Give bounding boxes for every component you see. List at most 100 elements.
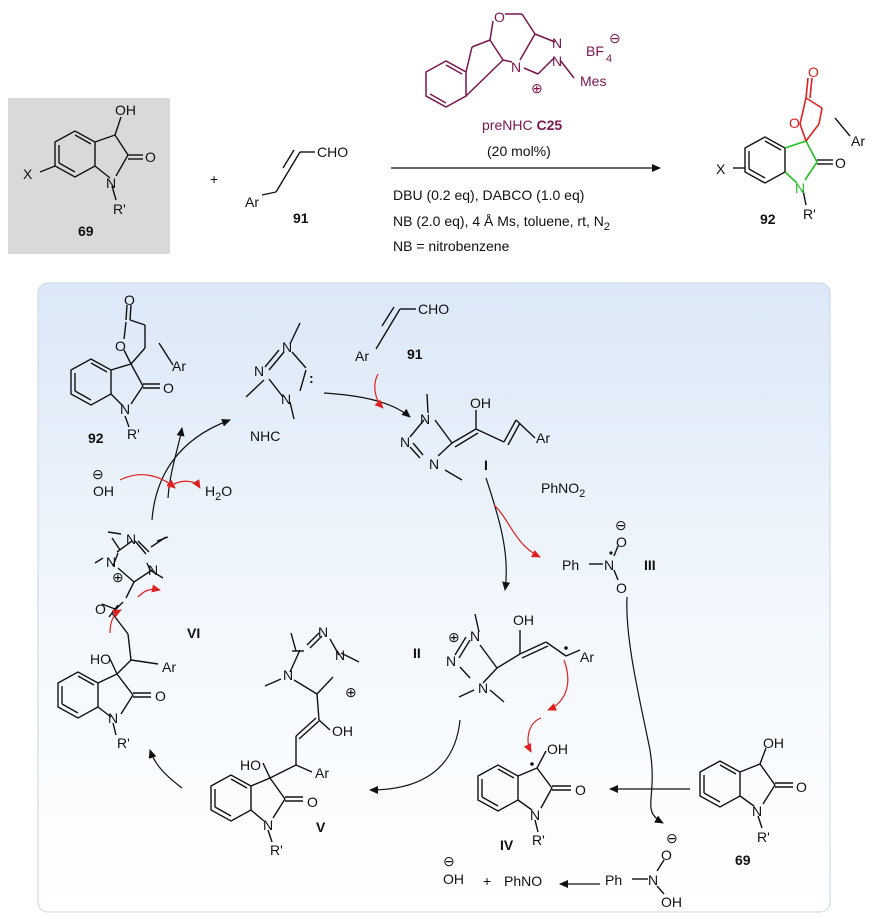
cycle-aldehyde-91: CHO Ar 91	[355, 301, 449, 364]
svg-text:N: N	[263, 817, 273, 833]
svg-text:Ar: Ar	[580, 649, 594, 665]
svg-text:O: O	[808, 64, 819, 80]
svg-text:R': R'	[270, 842, 283, 858]
svg-text:NHC: NHC	[250, 428, 280, 444]
svg-text:OH: OH	[470, 395, 491, 411]
svg-text:OH: OH	[763, 735, 784, 751]
svg-text:I: I	[484, 457, 488, 473]
svg-text:N: N	[478, 680, 488, 696]
svg-text:II: II	[413, 645, 421, 661]
svg-text:O: O	[307, 794, 318, 810]
svg-text:+: +	[210, 171, 218, 187]
svg-text:Ar: Ar	[355, 348, 369, 364]
svg-text:Ar: Ar	[162, 659, 176, 675]
svg-text:69: 69	[735, 852, 751, 868]
svg-text:N: N	[470, 628, 480, 644]
aldehyde-91: CHO Ar 91	[245, 144, 348, 226]
svg-text:OH: OH	[547, 741, 568, 757]
svg-text:OH: OH	[661, 894, 682, 910]
svg-text:O: O	[661, 847, 672, 863]
svg-text:⊖: ⊖	[615, 517, 627, 533]
svg-text:Ar: Ar	[315, 765, 329, 781]
intermediate-VI: HO O O N N N N ⊕ Ar R' VI	[57, 531, 200, 751]
svg-text:OH: OH	[513, 612, 534, 628]
svg-text:N: N	[281, 391, 291, 407]
svg-text:Ar: Ar	[851, 133, 865, 149]
svg-text:+: +	[483, 873, 491, 889]
svg-text:N: N	[254, 363, 264, 379]
svg-text:N: N	[126, 531, 136, 547]
svg-text:O: O	[494, 9, 505, 25]
svg-text:O: O	[155, 688, 166, 704]
svg-text:N: N	[148, 562, 158, 578]
svg-text:N: N	[511, 59, 521, 75]
svg-text:⊕: ⊕	[345, 684, 357, 700]
svg-text:O: O	[124, 292, 135, 308]
svg-text:R': R'	[127, 426, 140, 442]
svg-text:X: X	[23, 166, 33, 182]
intermediate-IV: OH O N R' IV	[477, 741, 586, 853]
svg-text:OH: OH	[93, 483, 114, 499]
svg-text:V: V	[316, 819, 326, 835]
svg-text:N: N	[648, 872, 658, 888]
svg-text:HO: HO	[90, 651, 111, 667]
svg-text:OH: OH	[332, 723, 353, 739]
svg-text:HO: HO	[240, 757, 261, 773]
svg-text:4: 4	[606, 53, 612, 65]
svg-text:H2O: H2O	[205, 483, 232, 503]
svg-text:N: N	[106, 175, 116, 191]
svg-text:Ph: Ph	[562, 557, 579, 573]
svg-text:⊖: ⊖	[609, 30, 621, 46]
svg-text:N: N	[106, 554, 116, 570]
svg-text:DBU (0.2 eq), DABCO (1.0 eq): DBU (0.2 eq), DABCO (1.0 eq)	[393, 187, 584, 203]
svg-text:N: N	[400, 434, 410, 450]
svg-text:IV: IV	[500, 837, 514, 853]
svg-text:O: O	[575, 782, 586, 798]
svg-text:N: N	[552, 35, 562, 51]
svg-text:III: III	[644, 557, 656, 573]
svg-text:N: N	[318, 624, 328, 640]
svg-text:R': R'	[803, 206, 816, 222]
svg-text:92: 92	[88, 430, 104, 446]
svg-text:⊕: ⊕	[112, 569, 124, 585]
phnooh: Ph N O OH ⊖	[605, 830, 682, 910]
cycle-substrate-69: OH O N R' 69	[699, 735, 807, 868]
svg-text:⊖: ⊖	[443, 853, 455, 869]
svg-text:Ar: Ar	[245, 194, 259, 210]
conditions: DBU (0.2 eq), DABCO (1.0 eq) NB (2.0 eq)…	[393, 187, 610, 254]
svg-text:preNHC C25: preNHC C25	[482, 117, 562, 133]
svg-text:BF: BF	[586, 43, 604, 59]
svg-text:Ar: Ar	[172, 358, 186, 374]
svg-text:⊕: ⊕	[448, 629, 460, 645]
svg-text:CHO: CHO	[317, 144, 348, 160]
reactant-69-box: OH O N X R' 69	[8, 98, 170, 254]
intermediate-I: OH N N N Ar I	[400, 393, 550, 481]
compound-id: 69	[78, 223, 94, 239]
svg-text:Ph: Ph	[605, 872, 622, 888]
svg-text:N: N	[795, 180, 805, 196]
product-92: O O O N Ar X R' 92	[716, 64, 865, 227]
svg-text:O: O	[789, 115, 800, 131]
svg-text:CHO: CHO	[418, 301, 449, 317]
svg-text:R': R'	[113, 201, 126, 217]
hydroxide-water: OH ⊖ H2O	[92, 466, 232, 503]
svg-text:NB (2.0 eq), 4 Å Ms, toluene,: NB (2.0 eq), 4 Å Ms, toluene, rt, N2	[393, 213, 610, 233]
svg-text:91: 91	[407, 346, 423, 362]
svg-text:R': R'	[757, 829, 770, 845]
cycle-arrows	[148, 392, 690, 888]
svg-text:NB = nitrobenzene: NB = nitrobenzene	[393, 238, 510, 254]
svg-text:⊕: ⊕	[531, 80, 543, 96]
svg-text:O: O	[616, 534, 627, 550]
svg-text:N: N	[752, 803, 762, 819]
catalyst-c25: O N N N Mes ⊕ BF 4 ⊖ preNHC C25 (20 mol%…	[425, 9, 621, 159]
cycle-panel	[37, 282, 831, 913]
svg-text:N: N	[335, 647, 345, 663]
svg-text:O: O	[115, 338, 126, 354]
intermediate-V: HO OH O N N N N ⊕ Ar R' V	[210, 624, 360, 858]
svg-text:(20 mol%): (20 mol%)	[487, 143, 551, 159]
svg-text:⊖: ⊖	[666, 830, 678, 846]
svg-text:N: N	[604, 557, 614, 573]
svg-text:⊖: ⊖	[92, 466, 104, 482]
svg-text:Mes: Mes	[580, 73, 606, 89]
